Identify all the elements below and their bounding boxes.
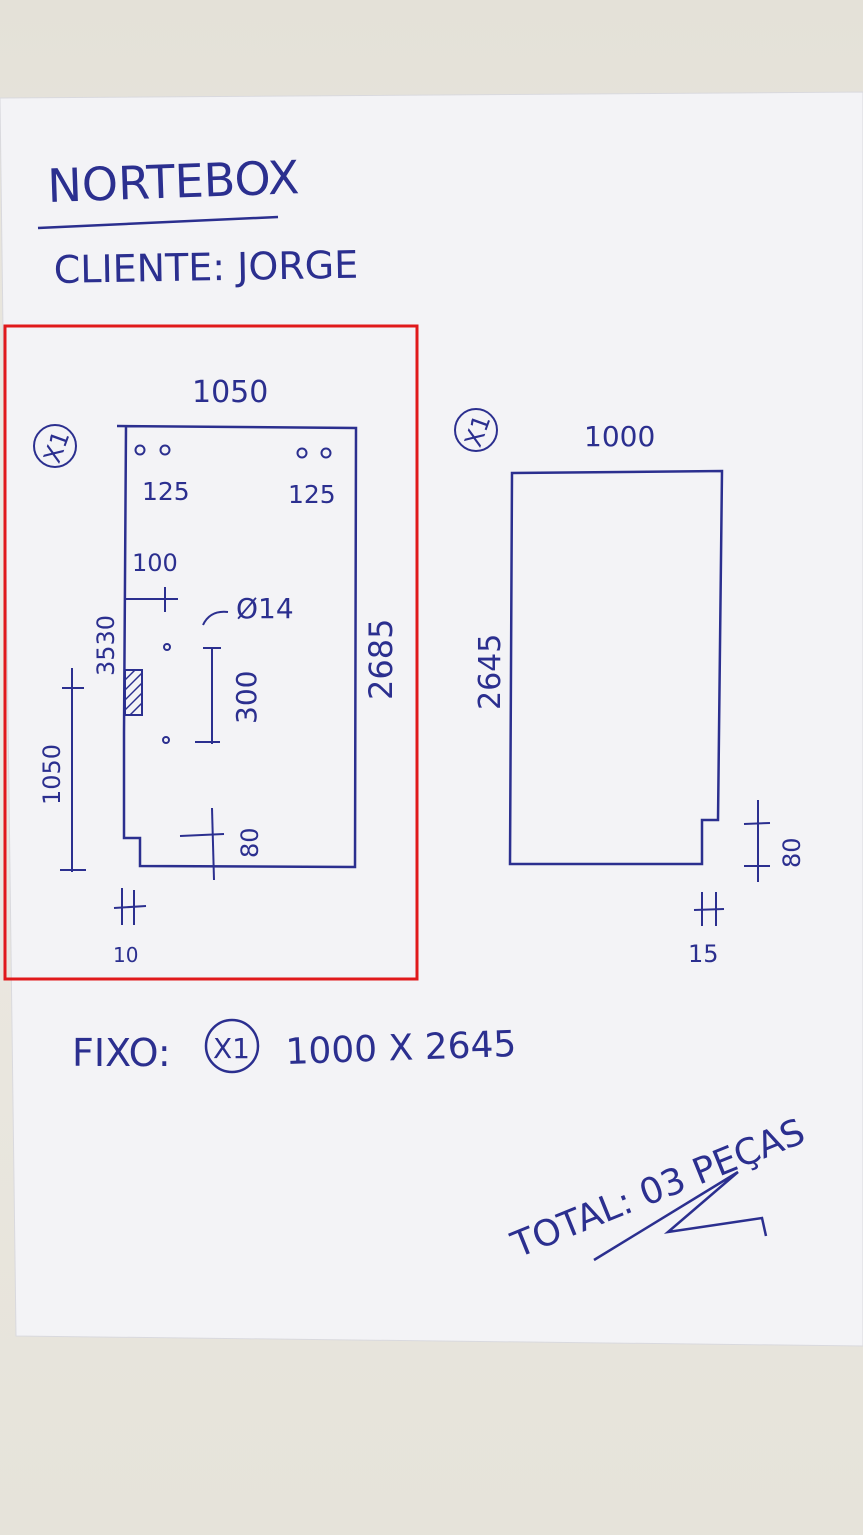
fixed-size: 1000 X 2645 bbox=[285, 1024, 517, 1073]
piece-1-hole-upper bbox=[163, 643, 171, 651]
company-name: NORTEBOX bbox=[46, 150, 300, 213]
piece-2-qty-circle bbox=[454, 408, 498, 452]
total-flourish bbox=[593, 1170, 768, 1262]
piece-1-dim-3530: 3530 bbox=[92, 615, 120, 676]
piece-1-handle-cutout bbox=[124, 669, 143, 716]
piece-1-dim-100: 100 bbox=[132, 549, 178, 577]
piece-1-dim-hole-diameter: Ø14 bbox=[236, 592, 294, 625]
piece-2-height: 2645 bbox=[473, 634, 508, 710]
piece-1-dim-80: 80 bbox=[236, 827, 264, 858]
highlight-box bbox=[3, 324, 419, 981]
piece-1-holes-left bbox=[134, 444, 171, 456]
piece-1-dim-10: 10 bbox=[113, 943, 138, 967]
piece-1-handle-hatch bbox=[124, 669, 143, 716]
piece-2-dim-15-mark bbox=[693, 892, 725, 926]
fixed-qty-circle bbox=[204, 1018, 260, 1074]
piece-1-dim-80-line bbox=[211, 807, 215, 881]
piece-1-dim-10-mark bbox=[113, 888, 147, 925]
piece-1-dim-300: 300 bbox=[230, 671, 263, 724]
piece-2-dim-80: 80 bbox=[778, 837, 806, 868]
piece-1-holes-right bbox=[296, 447, 332, 459]
piece-1-hole-label-left: 125 bbox=[142, 477, 190, 506]
piece-2-dim-15: 15 bbox=[688, 940, 719, 968]
fixed-label: FIXO: bbox=[72, 1031, 171, 1075]
piece-2-outline bbox=[508, 469, 724, 866]
piece-1-outline bbox=[116, 424, 358, 869]
piece-1-hole-leader bbox=[202, 610, 229, 626]
piece-1-width: 1050 bbox=[192, 375, 268, 410]
paper-sheet bbox=[0, 91, 863, 1347]
company-underline bbox=[37, 215, 279, 230]
piece-2-width: 1000 bbox=[584, 420, 655, 453]
piece-1-hole-lower bbox=[162, 736, 170, 744]
piece-1-qty-circle bbox=[33, 424, 77, 468]
client-name: CLIENTE: JORGE bbox=[53, 243, 358, 292]
piece-1-height: 2685 bbox=[362, 619, 400, 700]
piece-2-dim-80-tick-top bbox=[743, 822, 771, 825]
piece-1-hole-label-right: 125 bbox=[288, 480, 336, 509]
piece-1-dim-1050-vertical: 1050 bbox=[38, 744, 66, 805]
fixed-qty: X1 bbox=[213, 1032, 250, 1065]
piece-1-dim-80-tick bbox=[179, 833, 225, 837]
